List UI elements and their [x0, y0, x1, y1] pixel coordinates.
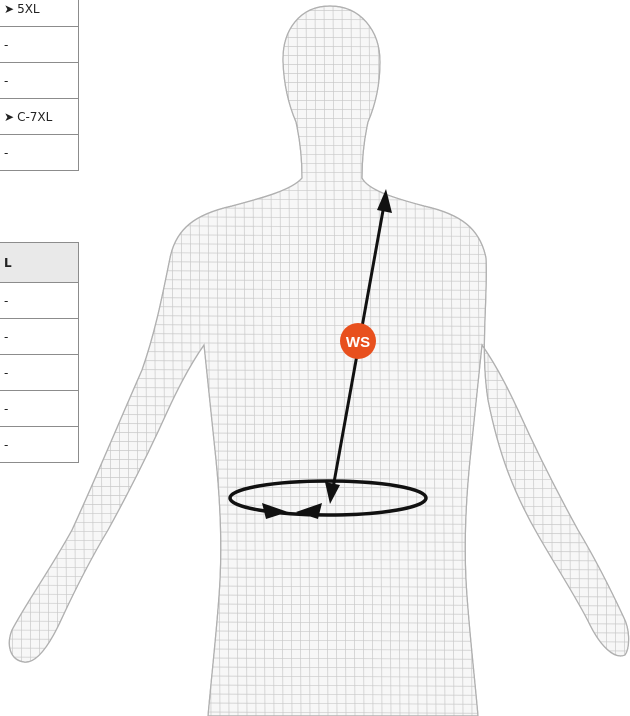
- mesh-line: [0, 0, 630, 3]
- mesh-line: [621, 0, 625, 716]
- mesh-line: [504, 0, 508, 716]
- mesh-line: [126, 0, 130, 716]
- mesh-line: [18, 0, 22, 716]
- mesh-line: [135, 0, 139, 716]
- mesh-line: [198, 0, 202, 716]
- mesh-line: [108, 0, 112, 716]
- mesh-line: [99, 0, 103, 716]
- mesh-line: [549, 0, 553, 716]
- mesh-line: [567, 0, 571, 716]
- mesh-line: [0, 0, 4, 716]
- mesh-line: [576, 0, 580, 716]
- mesh-line: [117, 0, 121, 716]
- mesh-line: [558, 0, 562, 716]
- mesh-line: [90, 0, 94, 716]
- mesh-line: [9, 0, 13, 716]
- mesh-line: [495, 0, 499, 716]
- mesh-line: [81, 0, 85, 716]
- ws-marker-label: WS: [346, 334, 370, 351]
- mesh-line: [513, 0, 517, 716]
- mesh-line: [531, 0, 535, 716]
- mesh-line: [72, 0, 76, 716]
- mesh-line: [540, 0, 544, 716]
- mesh-line: [522, 0, 526, 716]
